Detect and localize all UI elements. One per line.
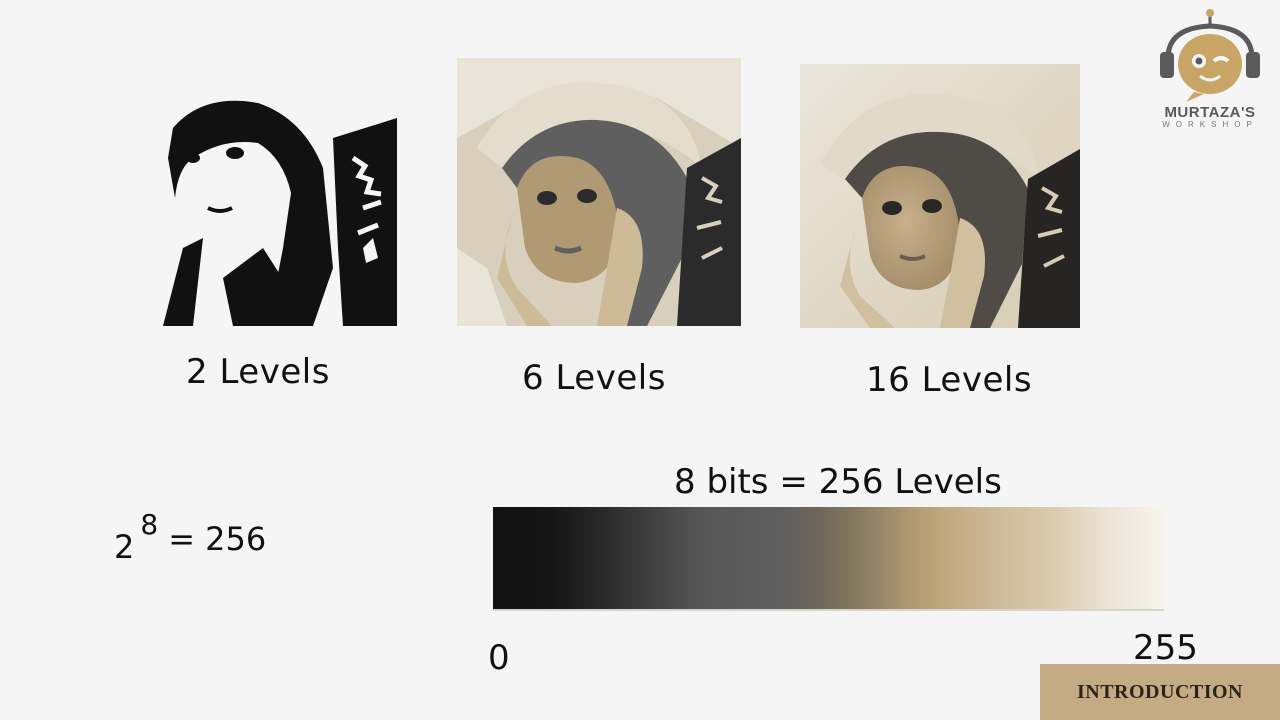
gradient-min-label: 0 bbox=[488, 638, 510, 678]
girl-photo-2-levels bbox=[163, 98, 397, 326]
image-2-levels bbox=[163, 98, 397, 326]
power-formula: 28 = 256 bbox=[114, 508, 267, 566]
formula-base: 2 bbox=[114, 528, 135, 566]
robot-icon bbox=[1160, 9, 1260, 102]
caption-16-levels: 16 Levels bbox=[866, 360, 1033, 400]
grayscale-gradient-bar bbox=[493, 507, 1164, 611]
logo-subtitle: WORKSHOP bbox=[1162, 120, 1258, 129]
section-tag: INTRODUCTION bbox=[1040, 664, 1280, 720]
formula-exponent: 8 bbox=[140, 508, 159, 541]
girl-photo-6-levels bbox=[457, 58, 741, 326]
logo-name: MURTAZA'S bbox=[1164, 104, 1256, 121]
caption-6-levels: 6 Levels bbox=[522, 358, 666, 398]
image-16-levels bbox=[800, 64, 1080, 328]
gradient-title: 8 bits = 256 Levels bbox=[674, 462, 1002, 502]
workshop-logo: MURTAZA'S WORKSHOP bbox=[1150, 6, 1270, 130]
gradient-max-label: 255 bbox=[1133, 628, 1198, 668]
image-6-levels bbox=[457, 58, 741, 326]
formula-result: = 256 bbox=[168, 520, 267, 558]
caption-2-levels: 2 Levels bbox=[186, 352, 330, 392]
girl-photo-16-levels bbox=[800, 64, 1080, 328]
